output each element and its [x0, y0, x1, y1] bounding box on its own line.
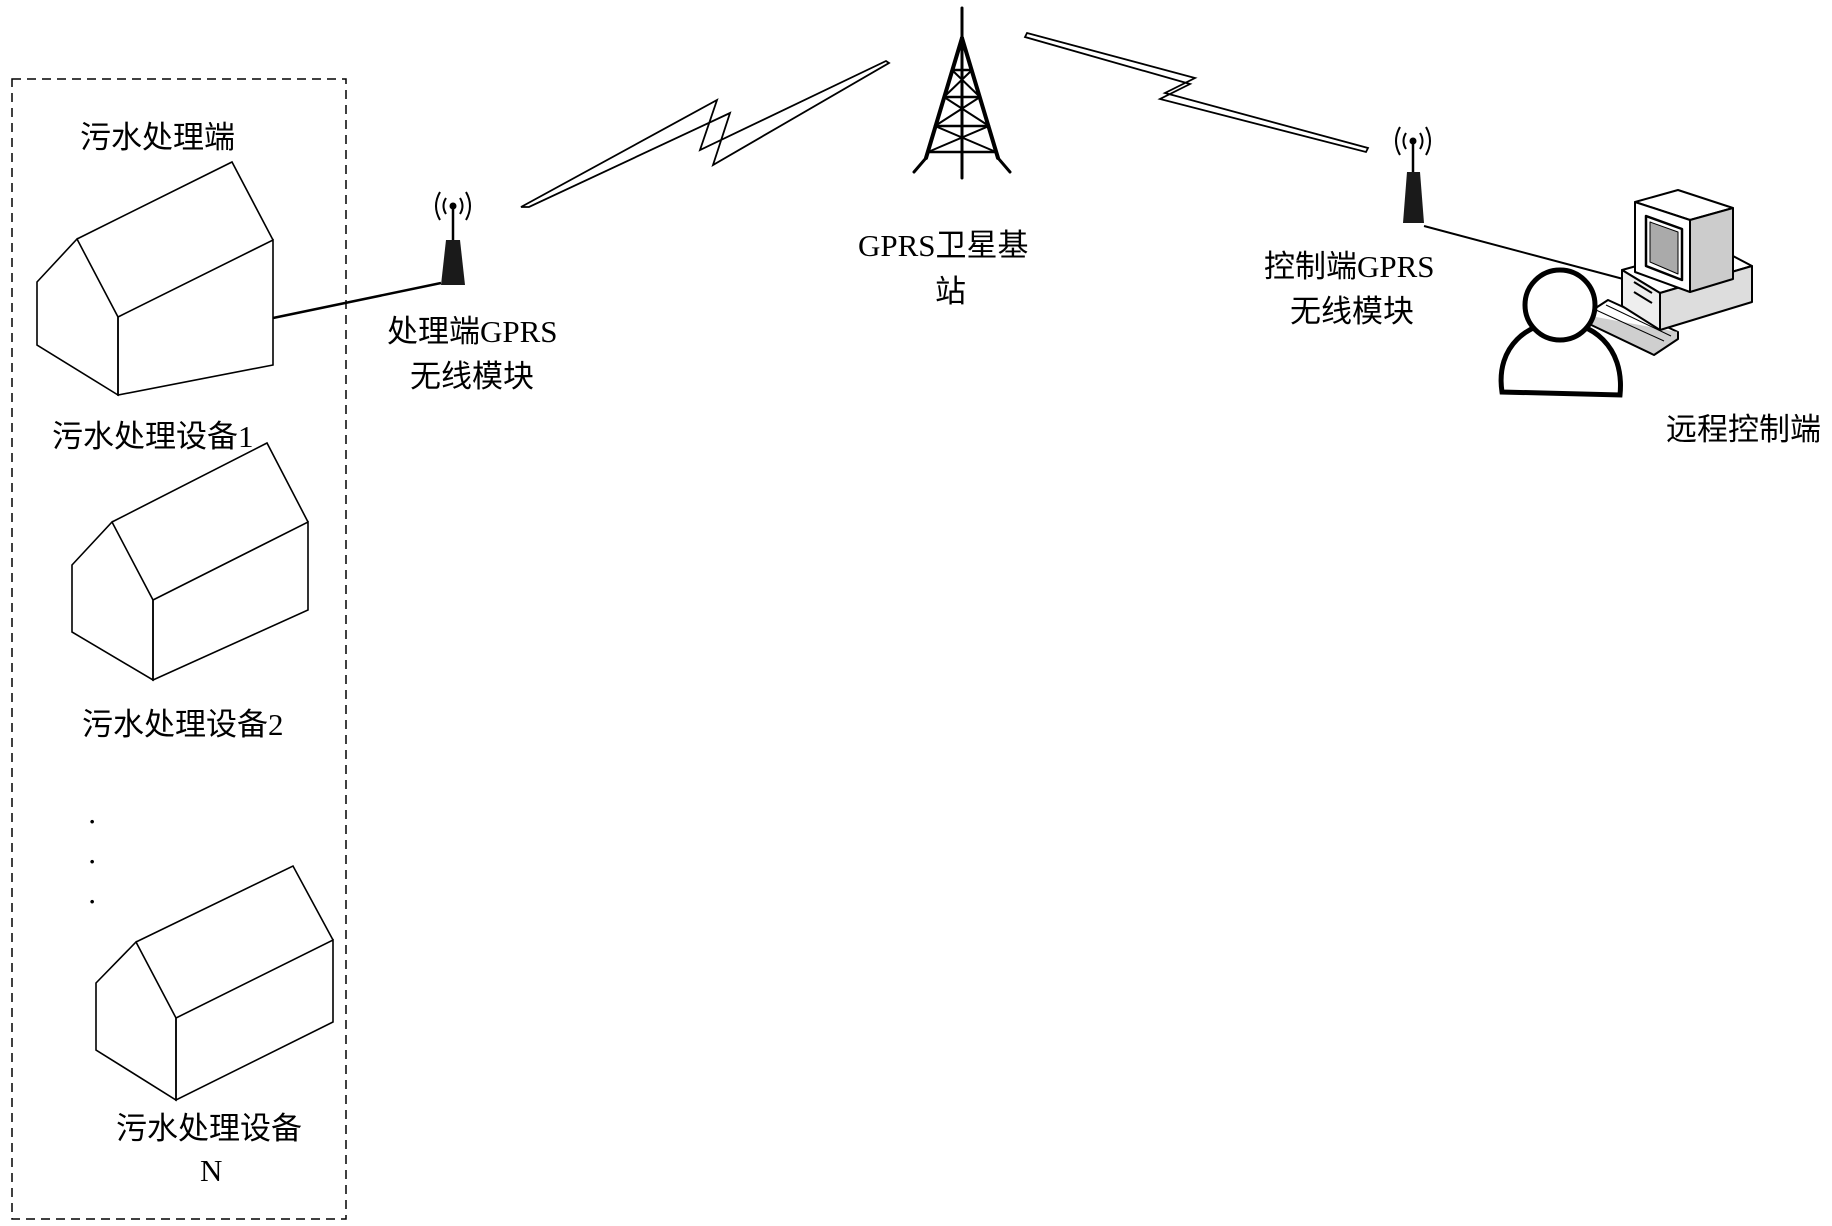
sewage-device-2-icon [71, 441, 309, 682]
base-station-label: 站 [935, 274, 966, 309]
sewage-device-2-label: 污水处理设备2 [82, 707, 284, 742]
processing-antenna-icon [435, 191, 471, 285]
base-station-label: GPRS卫星基 [858, 228, 1029, 263]
sewage-device-1-icon [36, 160, 274, 397]
user-icon [1498, 267, 1623, 398]
wireless-link-right-icon [1023, 31, 1370, 154]
sewage-device-1-label: 污水处理设备1 [52, 419, 254, 454]
wired-link [1423, 225, 1628, 281]
group-title: 污水处理端 [80, 120, 235, 155]
remote-end-label: 远程控制端 [1666, 412, 1821, 447]
sewage-device-n-label: N [200, 1153, 222, 1188]
base-station-tower-icon [912, 6, 1012, 180]
computer-icon [1584, 189, 1753, 356]
sewage-device-n-label: 污水处理设备 [116, 1111, 302, 1146]
wired-link [272, 281, 442, 320]
control-antenna-icon [1395, 126, 1431, 223]
ellipsis-dot: · [87, 804, 97, 839]
processing-module-label: 无线模块 [410, 359, 534, 394]
ellipsis-dot: · [87, 844, 97, 879]
processing-module-label: 处理端GPRS [387, 314, 558, 349]
control-module-label: 无线模块 [1290, 294, 1414, 329]
control-module-label: 控制端GPRS [1264, 249, 1435, 284]
sewage-group-box [11, 78, 347, 1220]
ellipsis-dot: · [87, 884, 97, 919]
sewage-device-n-icon [95, 864, 334, 1102]
wireless-link-left-icon [520, 59, 891, 208]
